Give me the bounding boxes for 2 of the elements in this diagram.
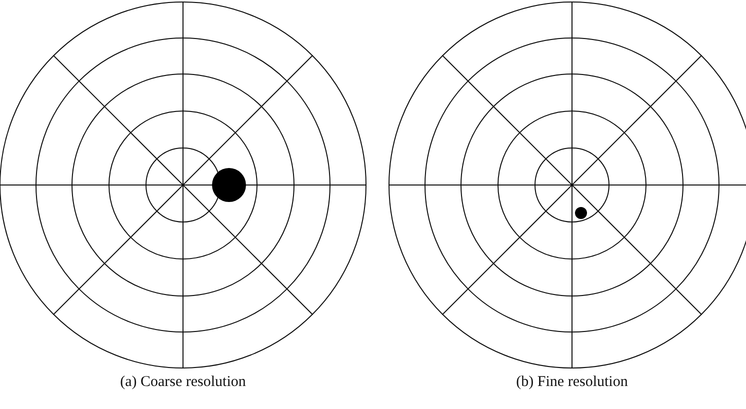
figure-caption: (a) Coarse resolution (119, 374, 247, 391)
figure-caption: (b) Fine resolution (515, 374, 629, 391)
